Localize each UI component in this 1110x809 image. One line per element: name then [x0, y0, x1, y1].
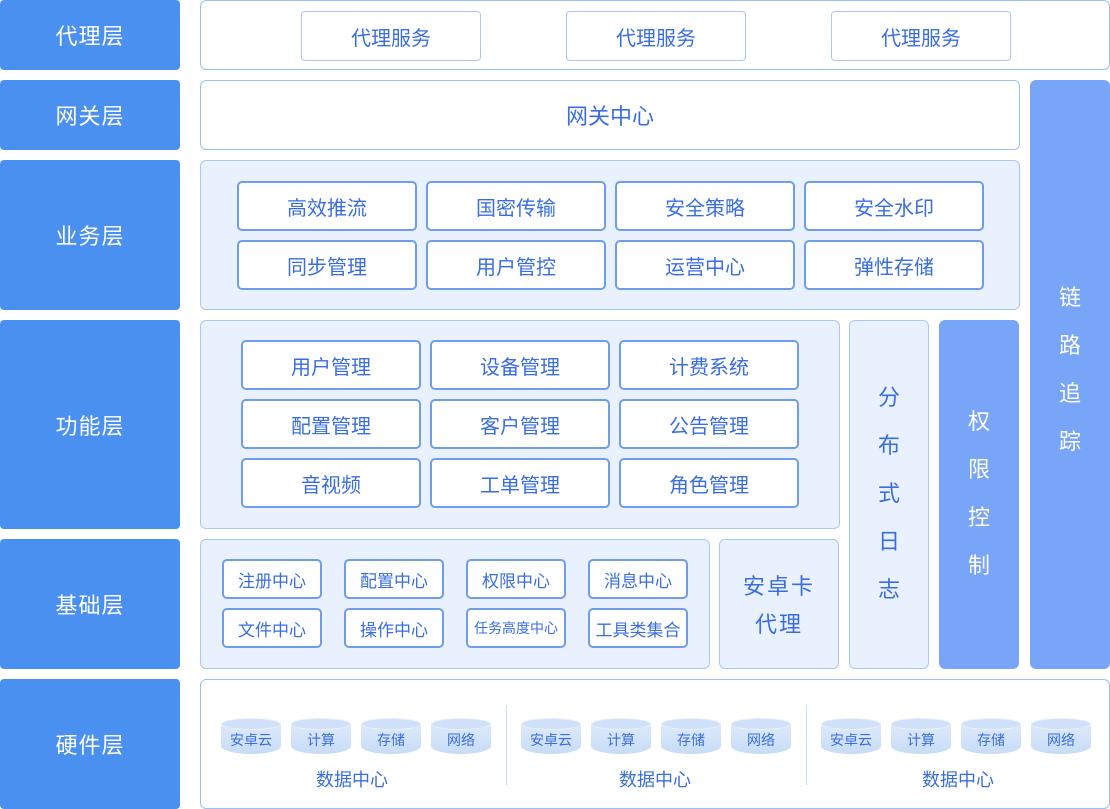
base-layer-panel: 注册中心 配置中心 权限中心 消息中心 文件中心 操作中心 任务高度中心 工具类… [200, 539, 710, 669]
function-layer-panel: 用户管理 设备管理 计费系统 配置管理 客户管理 公告管理 音视频 工单管理 角… [200, 320, 840, 529]
permission-control-char: 控 [967, 505, 990, 531]
base-item: 文件中心 [222, 608, 322, 648]
datacenter-1-android-cloud: 安卓云 [221, 718, 281, 754]
business-item: 高效推流 [237, 181, 417, 231]
datacenter-2-label: 数据中心 [619, 770, 691, 791]
gateway-layer-panel: 网关中心 [200, 80, 1020, 150]
function-item: 角色管理 [619, 458, 799, 508]
business-item: 用户管控 [426, 240, 606, 290]
link-tracing-char: 链 [1058, 286, 1081, 311]
distributed-log-char: 分 [877, 385, 900, 411]
business-layer-panel: 高效推流 国密传输 安全策略 安全水印 同步管理 用户管控 运营中心 弹性存储 [200, 160, 1020, 310]
link-tracing-char: 路 [1058, 334, 1081, 359]
datacenter-2-storage: 存储 [661, 718, 721, 754]
distributed-log-char: 布 [877, 433, 900, 459]
base-item: 操作中心 [344, 608, 444, 648]
permission-control-column: 权 限 控 制 [939, 320, 1019, 669]
layer-label-business: 业务层 [0, 160, 180, 310]
business-item: 弹性存储 [804, 240, 984, 290]
datacenter-1-storage: 存储 [361, 718, 421, 754]
datacenter-2-compute: 计算 [591, 718, 651, 754]
link-tracing-column: 链 路 追 踪 [1030, 80, 1110, 669]
datacenter-1-network: 网络 [431, 718, 491, 754]
business-item: 运营中心 [615, 240, 795, 290]
layer-label-gateway: 网关层 [0, 80, 180, 150]
distributed-log-char: 日 [877, 529, 900, 555]
distributed-log-char: 式 [877, 481, 900, 507]
datacenter-divider [506, 705, 507, 785]
datacenter-3-network: 网络 [1031, 718, 1091, 754]
layer-label-hardware: 硬件层 [0, 679, 180, 809]
link-tracing-char: 踪 [1058, 430, 1081, 455]
link-tracing-char: 追 [1058, 382, 1081, 407]
base-item: 权限中心 [466, 559, 566, 599]
base-item: 消息中心 [588, 559, 688, 599]
base-item: 配置中心 [344, 559, 444, 599]
proxy-service-2: 代理服务 [566, 11, 746, 61]
layer-label-base: 基础层 [0, 539, 180, 669]
datacenter-divider [806, 705, 807, 785]
business-item: 国密传输 [426, 181, 606, 231]
base-item: 工具类集合 [588, 608, 688, 648]
hardware-layer-panel: 安卓云 计算 存储 网络 数据中心 安卓云 计算 存储 网络 数据中心 安卓云 … [200, 679, 1110, 809]
base-item: 注册中心 [222, 559, 322, 599]
datacenter-2-network: 网络 [731, 718, 791, 754]
android-card-agent-panel: 安卓卡 代理 [719, 539, 839, 669]
datacenter-2-android-cloud: 安卓云 [521, 718, 581, 754]
business-item: 安全策略 [615, 181, 795, 231]
distributed-log-column: 分 布 式 日 志 [849, 320, 929, 669]
datacenter-1-label: 数据中心 [316, 770, 388, 791]
permission-control-char: 限 [967, 457, 990, 483]
android-card-agent-line-2: 代理 [754, 613, 803, 638]
function-item: 用户管理 [241, 340, 421, 390]
datacenter-3-android-cloud: 安卓云 [821, 718, 881, 754]
function-item: 客户管理 [430, 399, 610, 449]
proxy-service-1: 代理服务 [301, 11, 481, 61]
proxy-layer-panel: 代理服务 代理服务 代理服务 [200, 0, 1110, 70]
function-item: 计费系统 [619, 340, 799, 390]
datacenter-3-storage: 存储 [961, 718, 1021, 754]
function-item: 配置管理 [241, 399, 421, 449]
layer-label-proxy: 代理层 [0, 0, 180, 70]
permission-control-char: 制 [967, 553, 990, 579]
gateway-center: 网关中心 [565, 105, 654, 130]
business-item: 安全水印 [804, 181, 984, 231]
distributed-log-char: 志 [877, 577, 900, 603]
permission-control-char: 权 [967, 409, 990, 435]
function-item: 公告管理 [619, 399, 799, 449]
function-item: 音视频 [241, 458, 421, 508]
business-item: 同步管理 [237, 240, 417, 290]
base-item: 任务高度中心 [466, 608, 566, 648]
datacenter-3-compute: 计算 [891, 718, 951, 754]
datacenter-1-compute: 计算 [291, 718, 351, 754]
android-card-agent-line-1: 安卓卡 [742, 575, 815, 600]
proxy-service-3: 代理服务 [831, 11, 1011, 61]
layer-label-function: 功能层 [0, 320, 180, 529]
datacenter-3-label: 数据中心 [922, 770, 994, 791]
function-item: 工单管理 [430, 458, 610, 508]
function-item: 设备管理 [430, 340, 610, 390]
